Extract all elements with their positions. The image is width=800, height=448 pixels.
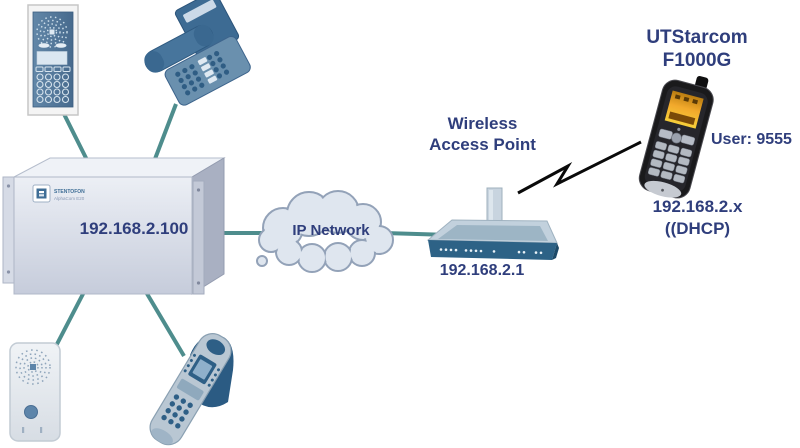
- stentofon-logo-icon: STENTOFON AlphaCom E20: [32, 184, 85, 203]
- access-point-title-line1: Wireless: [447, 114, 518, 133]
- ip-network-cloud-icon: [256, 190, 394, 273]
- call-button: [38, 43, 50, 48]
- link-pbx-wall-speaker: [54, 291, 86, 347]
- cloud-label: IP Network: [292, 222, 370, 239]
- desk-phone-icon: [144, 0, 251, 106]
- door-intercom-icon: [27, 4, 79, 116]
- keypad-icon: [161, 394, 193, 429]
- cordless-phone-icon: [149, 333, 234, 446]
- pbx-logo-model: AlphaCom E20: [54, 196, 85, 201]
- access-point-title-line2: Access Point: [429, 135, 536, 154]
- wireless-access-point-icon: [426, 187, 559, 260]
- wifi-handset-icon: [638, 76, 714, 199]
- handset-model: F1000G: [662, 50, 732, 71]
- pbx-logo-brand: STENTOFON: [54, 189, 85, 195]
- link-pbx-cordless: [144, 290, 186, 358]
- display: [36, 51, 68, 65]
- keypad-icon: [36, 73, 70, 104]
- call-button: [24, 405, 38, 419]
- handset-ip-label: 192.168.2.x ((DHCP): [630, 196, 765, 240]
- ip-pbx-icon: STENTOFON AlphaCom E20: [2, 157, 226, 295]
- handset-brand: UTStarcom: [646, 27, 748, 48]
- speaker-grille-icon: [36, 16, 68, 48]
- handset-dhcp: ((DHCP): [664, 219, 731, 238]
- function-key-row: [35, 66, 71, 72]
- call-button: [55, 43, 67, 48]
- rack-ear-left: [2, 176, 15, 284]
- wall-speaker-icon: [9, 342, 61, 442]
- pbx-ip-label: 192.168.2.100: [79, 219, 189, 238]
- led-indicators: [439, 248, 543, 255]
- rack-ear-right: [192, 180, 205, 295]
- speaker-grille-icon: [15, 349, 51, 385]
- wireless-link-icon: [517, 140, 642, 195]
- handset-user-label: User: 9555: [711, 131, 792, 148]
- access-point-ip-label: 192.168.2.1: [439, 262, 525, 279]
- keypad-icon: [647, 141, 693, 184]
- handset-ip: 192.168.2.x: [652, 197, 743, 216]
